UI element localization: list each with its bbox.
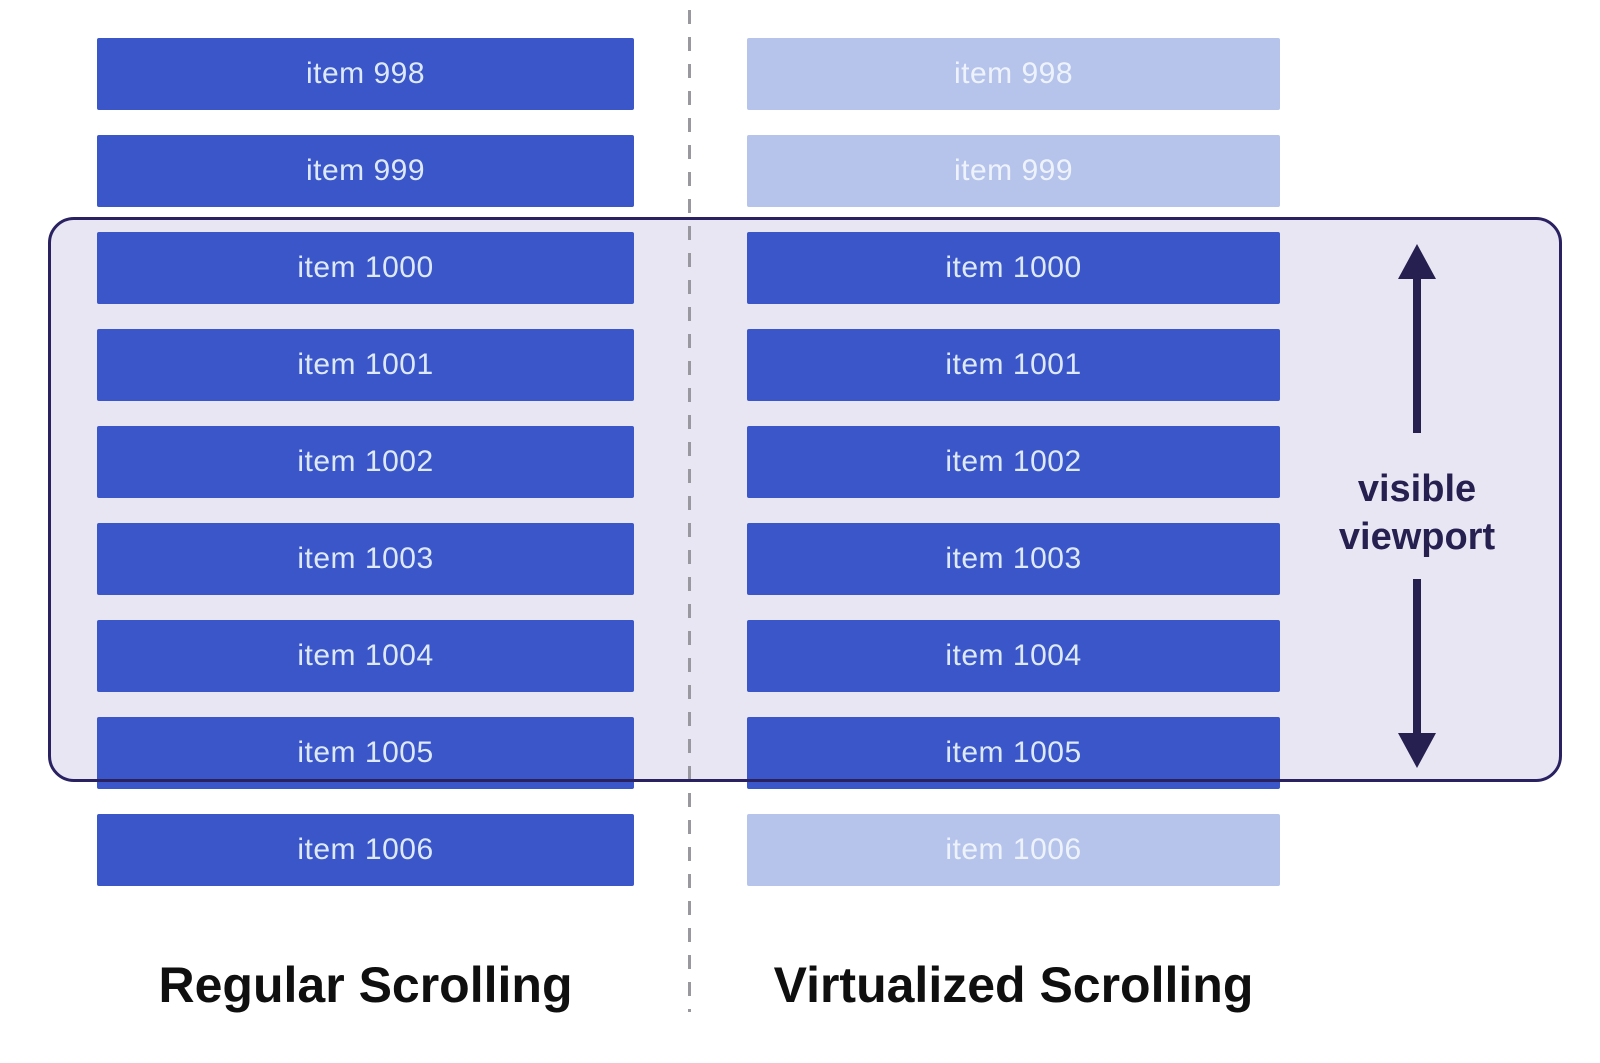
list-item-bar: item 1002 bbox=[747, 426, 1280, 498]
list-item-bar: item 998 bbox=[747, 38, 1280, 110]
list-item-bar: item 1006 bbox=[97, 814, 634, 886]
list-item-bar: item 1005 bbox=[747, 717, 1280, 789]
list-item-bar: item 1003 bbox=[97, 523, 634, 595]
visible-viewport-annotation: visible viewport bbox=[1322, 243, 1512, 769]
list-item-bar: item 1004 bbox=[747, 620, 1280, 692]
list-item-bar: item 1004 bbox=[97, 620, 634, 692]
visible-viewport-label: visible viewport bbox=[1338, 468, 1496, 558]
arrow-down-icon bbox=[1395, 579, 1439, 769]
list-item-bar: item 1001 bbox=[747, 329, 1280, 401]
arrow-up-icon bbox=[1395, 243, 1439, 433]
list-item-bar: item 1000 bbox=[97, 232, 634, 304]
list-item-bar: item 999 bbox=[97, 135, 634, 207]
virtualized-scrolling-title: Virtualized Scrolling bbox=[773, 957, 1254, 1013]
list-item-bar: item 1001 bbox=[97, 329, 634, 401]
list-item-bar: item 999 bbox=[747, 135, 1280, 207]
list-item-bar: item 1006 bbox=[747, 814, 1280, 886]
list-item-bar: item 1003 bbox=[747, 523, 1280, 595]
regular-scrolling-title: Regular Scrolling bbox=[158, 957, 573, 1013]
virtualized-scrolling-list: item 998 item 999 item 1000 item 1001 item 1… bbox=[747, 38, 1280, 886]
panel-divider-dashed-line bbox=[688, 10, 691, 1012]
list-item-bar: item 998 bbox=[97, 38, 634, 110]
list-item-bar: item 1000 bbox=[747, 232, 1280, 304]
regular-scrolling-list: item 998 item 999 item 1000 item 1001 item 1… bbox=[97, 38, 634, 886]
list-item-bar: item 1002 bbox=[97, 426, 634, 498]
list-item-bar: item 1005 bbox=[97, 717, 634, 789]
